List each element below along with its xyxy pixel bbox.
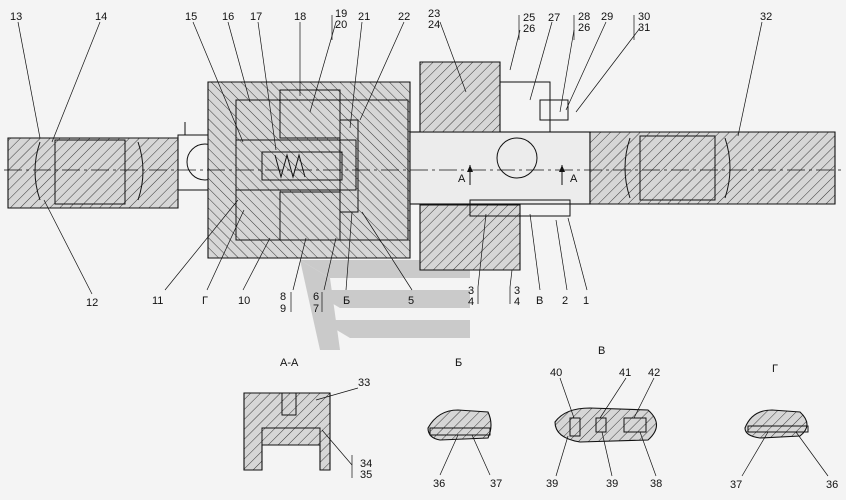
right-rod-end — [589, 131, 836, 205]
detail-b: Б 36 37 — [427, 357, 502, 490]
detail-v-42: 42 — [648, 367, 660, 379]
bottom-leaders — [43, 199, 588, 312]
callout-6: 6 — [313, 291, 319, 303]
callout-25: 25 — [523, 12, 535, 24]
callout-1: 1 — [583, 295, 589, 307]
detail-b-36: 36 — [433, 478, 445, 490]
right-rod — [409, 61, 591, 271]
callout-9: 9 — [280, 303, 286, 315]
callout-17: 17 — [250, 11, 262, 23]
left-clevis — [7, 122, 237, 209]
callout-11: 11 — [152, 295, 163, 307]
callout-22: 22 — [398, 11, 410, 23]
callout-g: Г — [202, 295, 208, 307]
callout-2: 2 — [562, 295, 568, 307]
detail-b-37: 37 — [490, 478, 502, 490]
callout-b: Б — [343, 295, 350, 307]
callout-21: 21 — [358, 11, 370, 23]
callout-32: 32 — [760, 11, 772, 23]
detail-g: Г 37 36 — [730, 363, 838, 491]
callout-19: 19 — [335, 8, 347, 20]
detail-b-title: Б — [455, 357, 462, 369]
detail-aa-33: 33 — [358, 377, 370, 389]
callout-7: 7 — [313, 303, 319, 315]
callout-28: 28 — [578, 11, 590, 23]
detail-aa-35: 35 — [360, 469, 372, 481]
detail-aa: А-А 33 34 35 — [243, 357, 372, 481]
detail-v-39a: 39 — [546, 478, 558, 490]
callout-8: 8 — [280, 291, 286, 303]
callout-v: В — [536, 295, 543, 307]
callout-24: 24 — [428, 19, 440, 31]
callout-4b: 4 — [514, 296, 520, 308]
callout-16: 16 — [222, 11, 234, 23]
top-leaders — [17, 15, 763, 151]
callout-31: 31 — [638, 22, 650, 34]
detail-v-40: 40 — [550, 367, 562, 379]
callout-23: 23 — [428, 8, 440, 20]
section-marks: А А — [458, 165, 578, 185]
callout-4a: 4 — [468, 296, 474, 308]
callout-3a: 3 — [468, 285, 474, 297]
callout-29: 29 — [601, 11, 613, 23]
callout-27: 27 — [548, 12, 560, 24]
detail-g-37: 37 — [730, 479, 742, 491]
callout-13: 13 — [10, 11, 22, 23]
detail-v-41: 41 — [619, 367, 631, 379]
detail-v-39b: 39 — [606, 478, 618, 490]
callout-30: 30 — [638, 11, 650, 23]
callout-10: 10 — [238, 295, 250, 307]
section-mark-a-left: А — [458, 173, 466, 185]
callout-26a: 26 — [523, 23, 535, 35]
callout-3b: 3 — [514, 285, 520, 297]
detail-v-title: В — [598, 345, 605, 357]
callout-26b: 26 — [578, 22, 590, 34]
detail-aa-34: 34 — [360, 458, 372, 470]
callout-15: 15 — [185, 11, 197, 23]
callout-12: 12 — [86, 297, 98, 309]
bottom-callouts: 12 11 Г 10 8 9 6 7 Б 5 3 4 3 4 В 2 1 — [86, 285, 589, 315]
detail-v-38: 38 — [650, 478, 662, 490]
detail-v: В 40 41 42 39 39 38 — [546, 345, 662, 490]
detail-g-36: 36 — [826, 479, 838, 491]
callout-18: 18 — [294, 11, 306, 23]
callout-5: 5 — [408, 295, 414, 307]
callout-20: 20 — [335, 19, 347, 31]
detail-g-title: Г — [772, 363, 778, 375]
top-callouts: 13 14 15 16 17 18 19 20 21 22 23 24 25 2… — [10, 8, 772, 35]
callout-14: 14 — [95, 11, 107, 23]
section-mark-a-right: А — [570, 173, 578, 185]
watermark-logo — [300, 260, 470, 350]
detail-aa-title: А-А — [280, 357, 299, 369]
